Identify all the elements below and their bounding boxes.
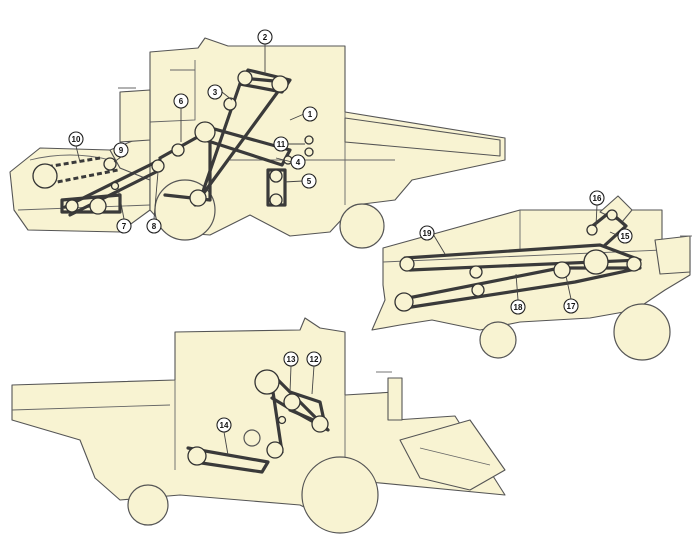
callouts: 1 2 3 4 5 6 7 — [68, 29, 633, 456]
callout-8: 8 — [146, 171, 162, 234]
callout-10: 10 — [68, 131, 84, 163]
svg-text:14: 14 — [220, 421, 229, 430]
callout-2: 2 — [257, 29, 273, 74]
callout-1: 1 — [289, 106, 318, 122]
callout-6: 6 — [173, 93, 189, 142]
callout-14: 14 — [216, 417, 232, 456]
svg-text:13: 13 — [287, 355, 296, 364]
svg-text:3: 3 — [213, 88, 218, 97]
combine-view-bottom — [11, 317, 506, 534]
callout-7: 7 — [116, 187, 132, 234]
callout-11: 11 — [273, 136, 305, 152]
combine-view-right — [371, 195, 692, 361]
svg-text:2: 2 — [263, 33, 268, 42]
svg-text:18: 18 — [514, 303, 523, 312]
svg-text:6: 6 — [179, 97, 184, 106]
svg-text:10: 10 — [72, 135, 81, 144]
callout-3: 3 — [207, 84, 233, 101]
svg-text:12: 12 — [310, 355, 319, 364]
svg-text:9: 9 — [119, 146, 124, 155]
callout-9: 9 — [113, 142, 129, 163]
svg-text:7: 7 — [122, 222, 127, 231]
callout-17: 17 — [563, 275, 579, 314]
callout-19: 19 — [419, 225, 446, 255]
svg-text:1: 1 — [308, 110, 313, 119]
svg-text:11: 11 — [277, 140, 286, 149]
callout-4: 4 — [275, 154, 306, 170]
svg-text:16: 16 — [593, 194, 602, 203]
callout-5: 5 — [283, 173, 317, 189]
callout-13: 13 — [283, 351, 299, 393]
svg-text:15: 15 — [621, 232, 630, 241]
svg-text:8: 8 — [152, 222, 157, 231]
callout-15: 15 — [609, 228, 633, 244]
svg-text:17: 17 — [567, 302, 576, 311]
combine-view-left — [9, 37, 506, 249]
callout-12: 12 — [306, 351, 322, 395]
callout-16: 16 — [589, 190, 605, 227]
svg-text:5: 5 — [307, 177, 312, 186]
svg-text:19: 19 — [423, 229, 432, 238]
callout-18: 18 — [510, 273, 526, 315]
svg-text:4: 4 — [296, 158, 301, 167]
